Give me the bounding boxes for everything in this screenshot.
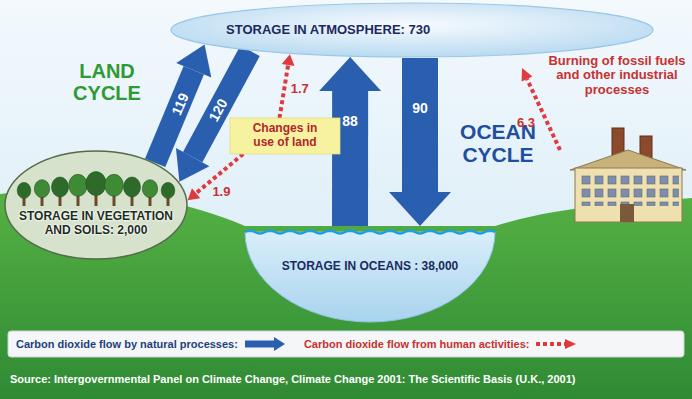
- tree-crown: [69, 174, 88, 196]
- node-text-area: STORAGE IN ATMOSPHERE: 730: [170, 2, 654, 58]
- tree-crown: [161, 182, 175, 198]
- legend-item: Carbon dioxide flow by natural processes…: [16, 336, 286, 352]
- legend-text: Carbon dioxide flow by natural processes…: [16, 338, 238, 350]
- natural-flow-arrow: [389, 58, 451, 226]
- flow-value: 6.3: [512, 116, 540, 130]
- node-outline: [4, 150, 188, 260]
- storage-label: STORAGE IN ATMOSPHERE: 730: [226, 23, 430, 38]
- node-text-area: Changes in use of land: [230, 118, 340, 154]
- legend-sample: [535, 336, 577, 352]
- factory-building: [575, 168, 682, 222]
- factory-illustration: [570, 128, 686, 222]
- arrow-head: [319, 57, 381, 91]
- arrow-head: [176, 44, 211, 77]
- land-use-box: Changes in use of land: [230, 118, 340, 154]
- tree-crown: [34, 180, 49, 198]
- tree-crown: [52, 177, 69, 197]
- flow-value: 1.7: [291, 82, 309, 95]
- water-surface: [245, 231, 495, 234]
- node-outline: [245, 226, 495, 322]
- node-text-area: STORAGE IN VEGETATION AND SOILS: 2,000: [4, 150, 188, 260]
- factory-door: [620, 204, 634, 222]
- cycle-title: LAND CYCLE: [60, 60, 154, 104]
- arrow-head: [522, 68, 533, 81]
- arrow-head: [282, 54, 295, 66]
- arrow-shaft: [280, 65, 289, 118]
- storage-label: STORAGE IN VEGETATION AND SOILS: 2,000: [10, 210, 182, 238]
- vegetation-ellipse: [5, 151, 187, 259]
- flow-value: 119: [169, 91, 191, 117]
- flow-value: 120: [207, 96, 230, 123]
- atmosphere-ellipse: [171, 3, 653, 57]
- flow-value: 90: [412, 101, 428, 115]
- human-flow-arrow: [188, 154, 244, 200]
- tree-crown: [124, 177, 141, 197]
- arrow-head: [389, 192, 451, 226]
- legend-item: Carbon dioxide flow from human activitie…: [304, 336, 578, 352]
- storage-label: Changes in use of land: [241, 122, 329, 150]
- factory-roof: [570, 150, 686, 170]
- legend-arrow-shaft: [245, 341, 274, 348]
- emission-source-label: Burning of fossil fuels and other indust…: [546, 54, 688, 97]
- tree-crown: [105, 174, 124, 196]
- legend: Carbon dioxide flow by natural processes…: [16, 331, 684, 357]
- legend-text: Carbon dioxide flow from human activitie…: [304, 338, 530, 350]
- legend-sample: [244, 336, 286, 352]
- arrow-head: [188, 188, 201, 200]
- land-use-box-fill: [230, 118, 340, 154]
- tree-crown: [142, 180, 157, 198]
- flow-value: 88: [342, 114, 358, 128]
- tree-group: [17, 172, 175, 206]
- legend-arrow-shaft: [536, 342, 565, 346]
- factory-windows: [578, 172, 679, 206]
- natural-flow-arrow: [176, 51, 250, 182]
- arrow-shaft: [332, 91, 368, 226]
- legend-arrow-head: [274, 337, 285, 351]
- node-text-area: STORAGE IN OCEANS : 38,000: [245, 226, 495, 322]
- tree-crown: [17, 182, 31, 198]
- arrow-head: [176, 148, 209, 182]
- storage-label: STORAGE IN OCEANS : 38,000: [282, 260, 459, 274]
- atmosphere-storage: STORAGE IN ATMOSPHERE: 730: [170, 2, 654, 58]
- source-caption: Source: Intergovernmental Panel on Clima…: [10, 373, 686, 385]
- ocean-storage: STORAGE IN OCEANS : 38,000: [245, 226, 495, 322]
- flow-value: 1.9: [212, 185, 230, 198]
- vegetation-storage: STORAGE IN VEGETATION AND SOILS: 2,000: [4, 150, 188, 260]
- legend-arrow-head: [565, 339, 576, 349]
- legend-bar: [8, 331, 684, 357]
- tree-crown: [86, 172, 106, 196]
- arrow-shaft: [402, 58, 438, 192]
- ocean-basin: [245, 232, 495, 322]
